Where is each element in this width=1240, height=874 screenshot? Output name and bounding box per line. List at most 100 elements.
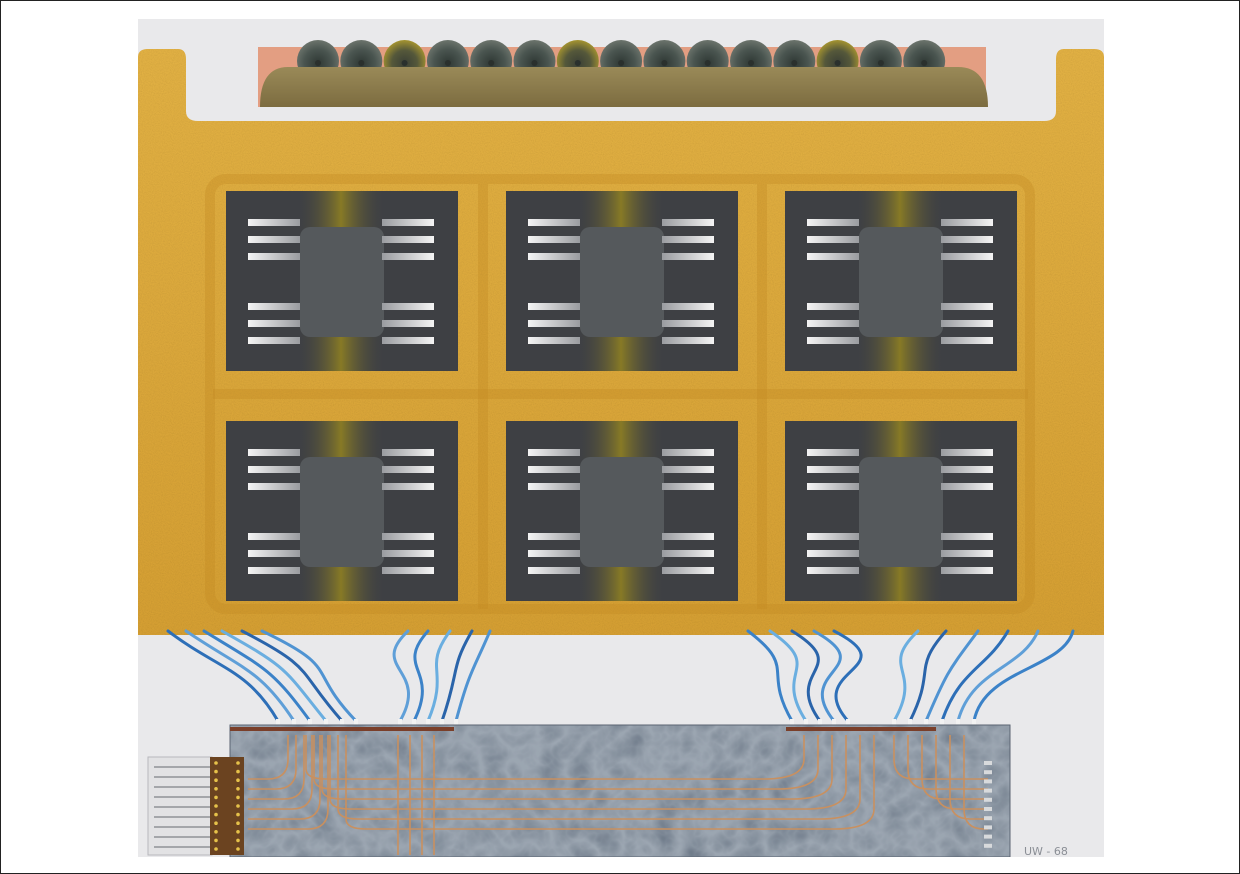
trace <box>248 735 329 830</box>
wire <box>746 629 794 723</box>
panel-grid <box>226 191 1017 601</box>
bar-left <box>807 550 859 557</box>
bar-left <box>248 466 300 473</box>
bar-left <box>528 236 580 243</box>
frame-ridges <box>205 174 1035 614</box>
panel <box>785 191 1017 371</box>
wire-terminal <box>440 719 444 727</box>
bar-right <box>941 236 993 243</box>
roller-hub <box>704 60 711 66</box>
wire <box>832 629 863 723</box>
wire <box>908 629 948 723</box>
wire <box>412 629 430 723</box>
pin <box>214 821 218 825</box>
wire-terminal <box>956 719 960 727</box>
panel-square <box>859 457 943 567</box>
bar-right <box>382 253 434 260</box>
wire <box>454 629 492 723</box>
edge-pad <box>984 825 992 830</box>
pin <box>214 847 218 851</box>
roller-hub <box>358 60 365 66</box>
wire <box>240 629 344 723</box>
pin <box>236 769 240 774</box>
roller-hub <box>791 60 798 66</box>
edge-pad <box>984 779 992 784</box>
wire-terminal <box>324 719 328 727</box>
bar-right <box>662 303 714 310</box>
pin <box>214 812 218 817</box>
bar-right <box>662 466 714 473</box>
bar-right <box>382 466 434 473</box>
bar-left <box>248 567 300 574</box>
wire-terminal <box>790 719 794 727</box>
bar-left <box>248 550 300 557</box>
bar-right <box>662 567 714 574</box>
bar-right <box>941 253 993 260</box>
trace <box>248 735 305 800</box>
bar-left <box>807 253 859 260</box>
wire <box>392 629 411 723</box>
bar-right <box>382 320 434 327</box>
pin <box>236 787 240 791</box>
edge-pad <box>984 770 992 775</box>
bar-right <box>941 337 993 344</box>
bar-right <box>941 466 993 473</box>
roller-hub <box>834 60 841 66</box>
painting: UW - 68 <box>138 19 1104 857</box>
wire-terminal <box>412 719 416 727</box>
bar-left <box>807 483 859 490</box>
edge-pad <box>984 761 992 765</box>
trace <box>345 735 875 830</box>
wire <box>166 629 280 723</box>
bar-right <box>662 337 714 344</box>
bar-right <box>382 236 434 243</box>
roller-hub <box>444 60 451 66</box>
wire <box>426 629 452 723</box>
bar-left <box>248 236 300 243</box>
bar-right <box>662 320 714 327</box>
wire <box>812 629 842 723</box>
roller-hub <box>488 60 495 66</box>
edge-pad <box>984 797 992 802</box>
pin <box>236 847 240 851</box>
edge-pad <box>984 807 992 811</box>
roller-hub <box>315 60 321 66</box>
bar-left <box>807 533 859 540</box>
panel-square <box>580 457 664 567</box>
wire <box>184 629 296 723</box>
wire <box>220 629 328 723</box>
bar-left <box>528 320 580 327</box>
wire <box>924 629 980 723</box>
pin <box>236 821 240 825</box>
bar-left <box>807 337 859 344</box>
wire-terminal <box>340 719 344 727</box>
wire-terminal <box>908 719 912 727</box>
wire-terminal <box>454 719 458 727</box>
wire-terminal <box>832 719 836 727</box>
wire <box>202 629 312 723</box>
panel <box>506 191 738 371</box>
panel <box>226 191 458 371</box>
bar-left <box>248 483 300 490</box>
bar-left <box>807 303 859 310</box>
wire-terminal <box>972 719 976 727</box>
trace <box>921 735 988 800</box>
trace <box>337 735 861 820</box>
edge-pad <box>984 834 992 839</box>
bar-left <box>528 303 580 310</box>
bar-right <box>941 219 993 226</box>
bar-right <box>941 567 993 574</box>
bar-right <box>662 253 714 260</box>
wire <box>260 629 358 723</box>
roller-hub <box>661 60 668 66</box>
pin <box>236 812 240 817</box>
bar-left <box>248 533 300 540</box>
edge-pad <box>984 843 992 848</box>
trace <box>321 735 833 800</box>
bar-right <box>382 303 434 310</box>
circuit-board <box>229 724 1011 857</box>
bar-right <box>382 337 434 344</box>
bar-right <box>662 449 714 456</box>
wire-terminal <box>804 719 808 727</box>
wire-terminal <box>940 719 944 727</box>
